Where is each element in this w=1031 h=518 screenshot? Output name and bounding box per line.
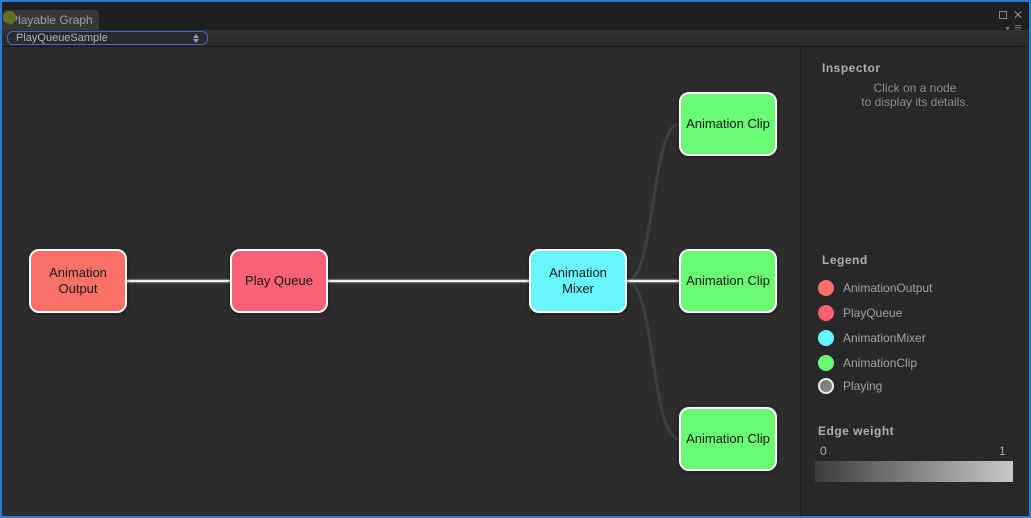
node-animation-clip-bottom[interactable]: Animation Clip	[679, 407, 777, 471]
legend-dot-animationoutput-icon	[818, 279, 834, 296]
legend-dot-playqueue-icon	[818, 304, 834, 321]
legend-label: AnimationMixer	[843, 330, 926, 345]
node-animation-output[interactable]: Animation Output	[29, 249, 127, 313]
legend-dot-playing-icon	[818, 377, 834, 394]
panel-menu-button[interactable]: ▾ ≡	[1006, 20, 1023, 35]
tab-playable-graph[interactable]: Playable Graph	[2, 10, 99, 30]
node-animation-clip-top[interactable]: Animation Clip	[679, 92, 777, 156]
legend-label: Playing	[843, 378, 883, 393]
edge-weight-heading: Edge weight	[818, 424, 895, 438]
node-animation-mixer[interactable]: Animation Mixer	[529, 249, 627, 313]
window-icon	[3, 11, 16, 24]
graph-selector-dropdown[interactable]: PlayQueueSample	[7, 31, 208, 45]
legend-dot-animationmixer-icon	[818, 329, 834, 346]
legend-item-playqueue: PlayQueue	[818, 304, 902, 321]
inspector-empty-message-line2: to display its details.	[861, 95, 969, 109]
graph-edges	[127, 122, 680, 441]
chevron-down-icon: ▾	[1005, 24, 1011, 33]
tab-title: Playable Graph	[10, 13, 93, 27]
edge-mixer-clip-bottom	[626, 279, 680, 441]
legend-heading: Legend	[822, 253, 868, 267]
tab-bar: Playable Graph ✕ ▾ ≡	[2, 2, 1029, 35]
inspector-heading: Inspector	[822, 61, 881, 75]
edge-weight-gradient-bar	[815, 461, 1013, 482]
legend-item-animationclip: AnimationClip	[818, 354, 917, 371]
hamburger-menu-icon: ≡	[1014, 20, 1023, 35]
dropdown-arrows-icon	[193, 33, 199, 43]
graph-selector-value: PlayQueueSample	[16, 32, 108, 44]
legend-item-playing: Playing	[818, 377, 882, 394]
legend-label: AnimationOutput	[843, 280, 933, 295]
legend-item-animationmixer: AnimationMixer	[818, 329, 926, 346]
legend-label: PlayQueue	[843, 305, 903, 320]
graph-canvas[interactable]: Animation Output Play Queue Animation Mi…	[2, 47, 800, 516]
node-animation-clip-middle[interactable]: Animation Clip	[679, 249, 777, 313]
inspector-empty-message-line1: Click on a node	[873, 81, 957, 95]
inspector-panel: Inspector Click on a node to display its…	[800, 47, 1029, 516]
edge-weight-max-label: 1	[999, 444, 1006, 458]
legend-label: AnimationClip	[843, 355, 918, 370]
toolbar: PlayQueueSample	[2, 30, 1029, 47]
legend-dot-animationclip-icon	[818, 354, 834, 371]
edge-weight-min-label: 0	[820, 444, 827, 458]
legend-item-animationoutput: AnimationOutput	[818, 279, 932, 296]
close-icon[interactable]: ✕	[1012, 8, 1023, 22]
node-play-queue[interactable]: Play Queue	[230, 249, 328, 313]
edge-mixer-clip-top	[626, 122, 680, 283]
maximize-icon[interactable]	[998, 11, 1007, 19]
